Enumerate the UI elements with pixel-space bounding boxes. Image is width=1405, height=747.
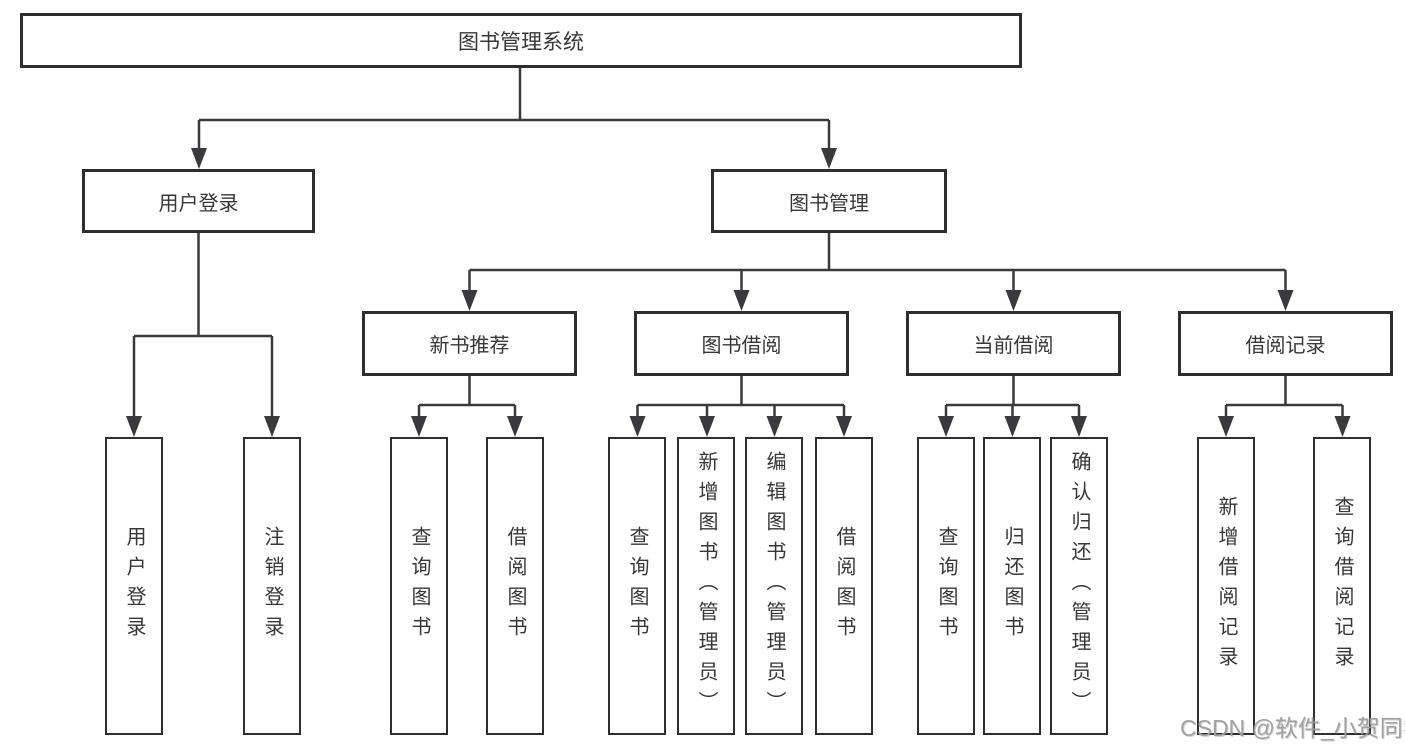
leaf-logout: 注销登录: [243, 437, 301, 735]
arrow-to-leaf-add-borrow-record: [1218, 416, 1234, 437]
connector-new-book-recommend-branch: [417, 376, 517, 420]
leaf-add-borrow-record: 新增借阅记录: [1197, 437, 1255, 735]
leaf-add-book-admin-label: 新增图书（管理员）: [695, 451, 717, 721]
connector-book-borrow-branch: [636, 376, 846, 420]
arrow-to-leaf-query-books-1: [411, 416, 427, 437]
arrow-to-leaf-user-login: [126, 416, 142, 437]
leaf-borrow-books-2: 借阅图书: [815, 437, 873, 735]
arrow-to-leaf-query-books-3: [938, 416, 954, 437]
node-book-management-label: 图书管理: [789, 192, 869, 215]
leaf-borrow-books-2-label: 借阅图书: [833, 526, 855, 646]
node-library-system-label: 图书管理系统: [458, 30, 584, 54]
leaf-user-login-label: 用户登录: [123, 526, 145, 646]
leaf-query-borrow-record: 查询借阅记录: [1313, 437, 1371, 735]
node-library-system: 图书管理系统: [20, 13, 1022, 68]
node-book-borrow-label: 图书借阅: [701, 335, 782, 357]
arrow-to-current-borrow: [1005, 290, 1022, 311]
leaf-add-book-admin: 新增图书（管理员）: [677, 437, 735, 735]
leaf-borrow-books-1-label: 借阅图书: [504, 526, 526, 646]
arrow-to-leaf-logout: [264, 416, 280, 437]
leaf-query-books-3-label: 查询图书: [935, 526, 957, 646]
leaf-borrow-books-1: 借阅图书: [486, 437, 544, 735]
leaf-query-books-2: 查询图书: [608, 437, 666, 735]
arrow-to-borrow-records: [1277, 290, 1294, 311]
leaf-query-borrow-record-label: 查询借阅记录: [1331, 496, 1353, 676]
arrow-to-leaf-add-book: [699, 416, 715, 437]
leaf-query-books-1: 查询图书: [390, 437, 448, 735]
leaf-return-book: 归还图书: [983, 437, 1041, 735]
arrow-to-user-login: [191, 148, 207, 169]
arrow-to-new-book-recommend: [461, 290, 478, 311]
arrow-to-leaf-borrow-books-2: [836, 416, 852, 437]
node-current-borrow: 当前借阅: [906, 311, 1121, 376]
arrow-to-leaf-confirm-return: [1071, 416, 1087, 437]
leaf-edit-book-admin: 编辑图书（管理员）: [745, 437, 803, 735]
arrow-to-leaf-query-books-2: [629, 416, 646, 437]
arrow-to-leaf-return-book: [1004, 416, 1021, 437]
connector-current-borrow-branch: [944, 376, 1081, 420]
node-book-management: 图书管理: [711, 169, 947, 233]
node-user-login: 用户登录: [82, 169, 315, 233]
node-new-book-recommend: 新书推荐: [362, 311, 577, 376]
leaf-edit-book-admin-label: 编辑图书（管理员）: [763, 451, 785, 721]
watermark-text: CSDN @软件_小贺同学: [1180, 715, 1405, 741]
leaf-return-book-label: 归还图书: [1001, 526, 1023, 646]
leaf-query-books-3: 查询图书: [917, 437, 975, 735]
node-user-login-label: 用户登录: [158, 192, 239, 215]
node-borrow-records-label: 借阅记录: [1245, 335, 1326, 357]
arrow-to-leaf-query-borrow-record: [1334, 416, 1351, 437]
arrow-to-leaf-borrow-books-1: [507, 416, 523, 437]
node-book-borrow: 图书借阅: [634, 311, 849, 376]
node-current-borrow-label: 当前借阅: [973, 335, 1054, 357]
node-borrow-records: 借阅记录: [1178, 311, 1393, 376]
arrow-to-book-borrow: [733, 290, 750, 311]
arrowheads: [126, 148, 1351, 437]
connector-user-login-branch: [132, 233, 274, 420]
node-new-book-recommend-label: 新书推荐: [429, 335, 510, 357]
leaf-user-login: 用户登录: [105, 437, 163, 735]
leaf-query-books-1-label: 查询图书: [408, 526, 430, 646]
arrow-to-book-management: [821, 148, 837, 169]
connector-book-management-branch: [468, 233, 1287, 294]
leaf-confirm-return-admin: 确认归还（管理员）: [1050, 437, 1108, 735]
leaf-confirm-return-admin-label: 确认归还（管理员）: [1068, 451, 1090, 721]
leaf-logout-label: 注销登录: [261, 526, 283, 646]
leaf-query-books-2-label: 查询图书: [626, 526, 648, 646]
leaf-add-borrow-record-label: 新增借阅记录: [1215, 496, 1237, 676]
connector-borrow-records-branch: [1224, 376, 1344, 420]
arrow-to-leaf-edit-book: [766, 416, 783, 437]
connector-root-stem: [197, 68, 831, 152]
